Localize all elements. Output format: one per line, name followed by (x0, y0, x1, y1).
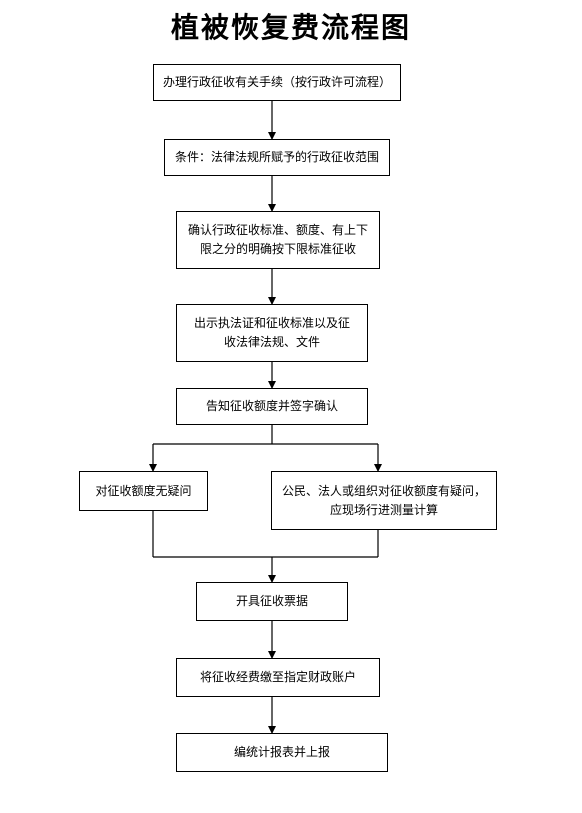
step-text-8: 开具征收票据 (235, 594, 308, 608)
step-box-5: 告知征收额度并签字确认 (176, 388, 368, 425)
step-text-3: 确认行政征收标准、额度、有上下限之分的明确按下限标准征收 (187, 223, 368, 256)
step-box-8: 开具征收票据 (196, 582, 348, 621)
step-box-2: 条件：法律法规所赋予的行政征收范围 (164, 139, 390, 176)
step-box-3: 确认行政征收标准、额度、有上下限之分的明确按下限标准征收 (176, 211, 380, 269)
step-box-6-no-doubt: 对征收额度无疑问 (79, 471, 208, 511)
step-text-7: 公民、法人或组织对征收额度有疑问，应现场行进测量计算 (281, 483, 486, 517)
diagram-title: 植被恢复费流程图 (170, 11, 411, 44)
step-box-4: 出示执法证和征收标准以及征收法律法规、文件 (176, 304, 368, 362)
step-text-2: 条件：法律法规所赋予的行政征收范围 (174, 150, 379, 164)
step-text-9: 将征收经费缴至指定财政账户 (199, 670, 356, 684)
step-text-1: 办理行政征收有关手续（按行政许可流程） (162, 75, 391, 89)
step-box-7-has-doubt: 公民、法人或组织对征收额度有疑问，应现场行进测量计算 (271, 471, 497, 530)
step-text-10: 编统计报表并上报 (233, 745, 330, 759)
step-box-10: 编统计报表并上报 (176, 733, 388, 772)
step-text-5: 告知征收额度并签字确认 (205, 399, 338, 413)
step-text-6: 对征收额度无疑问 (95, 483, 192, 498)
step-box-1: 办理行政征收有关手续（按行政许可流程） (153, 64, 401, 101)
step-box-9: 将征收经费缴至指定财政账户 (176, 658, 380, 697)
step-text-4: 出示执法证和征收标准以及征收法律法规、文件 (193, 316, 350, 349)
